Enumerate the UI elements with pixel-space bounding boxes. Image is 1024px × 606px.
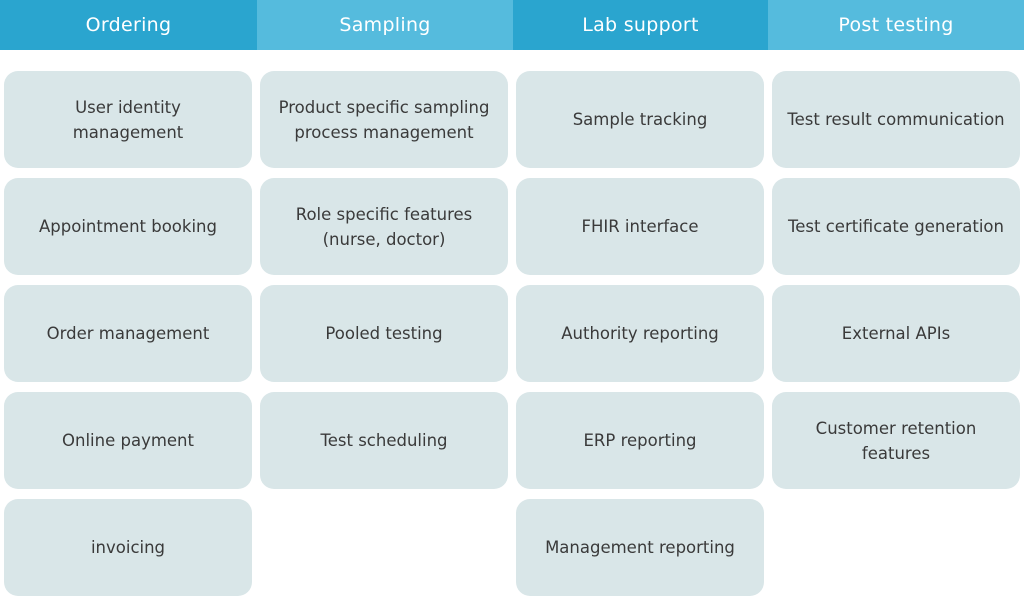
box-test-scheduling: Test scheduling [260,392,508,489]
box-authority-reporting: Authority reporting [516,285,764,382]
header-post-testing: Post testing [768,0,1024,50]
box-customer-retention-features: Customer retention features [772,392,1020,489]
box-management-reporting: Management reporting [516,499,764,596]
box-external-apis: External APIs [772,285,1020,382]
box-product-specific-sampling: Product specific sampling process manage… [260,71,508,168]
header-sampling: Sampling [257,0,513,50]
box-invoicing: invoicing [4,499,252,596]
column-sampling: Product specific sampling process manage… [260,71,508,499]
header-row: Ordering Sampling Lab support Post testi… [0,0,1024,50]
box-user-identity-management: User identity management [4,71,252,168]
box-fhir-interface: FHIR interface [516,178,764,275]
box-appointment-booking: Appointment booking [4,178,252,275]
box-test-certificate-generation: Test certificate generation [772,178,1020,275]
header-ordering: Ordering [0,0,257,50]
column-ordering: User identity management Appointment boo… [4,71,252,606]
column-lab-support: Sample tracking FHIR interface Authority… [516,71,764,606]
header-lab-support: Lab support [513,0,768,50]
box-test-result-communication: Test result communication [772,71,1020,168]
box-online-payment: Online payment [4,392,252,489]
box-order-management: Order management [4,285,252,382]
box-role-specific-features: Role specific features (nurse, doctor) [260,178,508,275]
box-erp-reporting: ERP reporting [516,392,764,489]
column-post-testing: Test result communication Test certifica… [772,71,1020,499]
box-sample-tracking: Sample tracking [516,71,764,168]
box-pooled-testing: Pooled testing [260,285,508,382]
